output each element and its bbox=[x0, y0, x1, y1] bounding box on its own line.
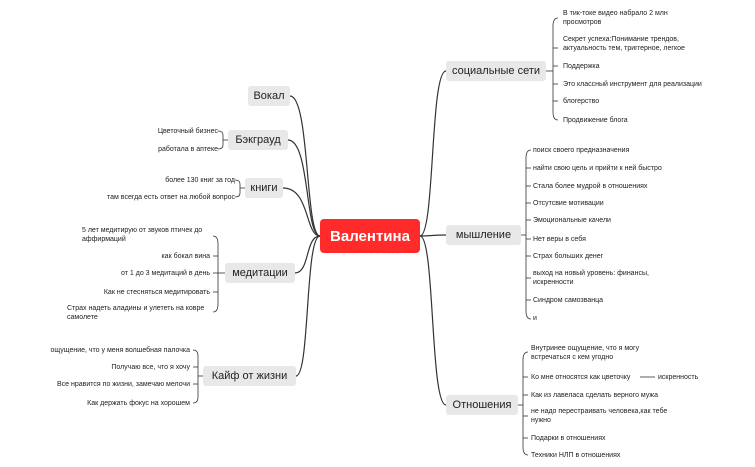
leaf-books-2[interactable]: там всегда есть ответ на любой вопрос bbox=[107, 194, 235, 201]
leaf-relations-sub[interactable]: искренность bbox=[658, 374, 699, 381]
leaf-background-2[interactable]: работала в аптеке bbox=[158, 146, 218, 153]
leaf-joy-4[interactable]: Как держать фокус на хорошем bbox=[87, 400, 190, 407]
leaf-thinking-8[interactable]: выход на новый уровень: финансы, искренн… bbox=[533, 270, 649, 286]
leaf-relations-5[interactable]: Подарки в отношениях bbox=[531, 435, 606, 442]
leaf-thinking-9[interactable]: Синдром самозванца bbox=[533, 297, 603, 304]
leaf-meditation-5[interactable]: Страх надеть аладины и улететь на ковре … bbox=[67, 305, 205, 321]
topic-thinking[interactable]: мышление bbox=[446, 225, 521, 245]
topic-vocal[interactable]: Вокал bbox=[248, 86, 290, 106]
topic-relations[interactable]: Отношения bbox=[446, 395, 518, 415]
leaf-thinking-3[interactable]: Стала более мудрой в отношениях bbox=[533, 183, 648, 190]
leaf-relations-3[interactable]: Как из лавелаcа сделать верного мужа bbox=[531, 392, 658, 399]
leaf-relations-4[interactable]: не надо перестраивать человека,как тебе … bbox=[531, 408, 668, 424]
leaf-thinking-10[interactable]: и bbox=[533, 315, 537, 322]
leaf-social-6[interactable]: Продвижение блога bbox=[563, 117, 628, 124]
leaf-thinking-6[interactable]: Нет веры в себя bbox=[533, 236, 586, 243]
leaf-background-1[interactable]: Цветочный бизнес bbox=[157, 128, 218, 135]
topic-background[interactable]: Бэкграуд bbox=[228, 130, 288, 150]
leaf-joy-1[interactable]: ощущение, что у меня волшебная палочка bbox=[50, 347, 190, 354]
leaf-social-2[interactable]: Секрет успеха:Понимание трендов, актуаль… bbox=[563, 36, 685, 52]
leaf-meditation-4[interactable]: Как не стесняться медитировать bbox=[103, 289, 210, 296]
leaf-books-1[interactable]: более 130 книг за год bbox=[165, 177, 235, 184]
topic-social-networks[interactable]: социальные сети bbox=[446, 61, 546, 81]
leaf-social-5[interactable]: блогерство bbox=[563, 98, 600, 105]
leaf-meditation-2[interactable]: как бокал вина bbox=[161, 253, 210, 260]
leaf-relations-2[interactable]: Ко мне относятся как цветочку bbox=[531, 374, 631, 381]
leaf-meditation-3[interactable]: от 1 до 3 медитаций в день bbox=[121, 270, 210, 277]
leaf-social-3[interactable]: Поддержка bbox=[563, 63, 600, 70]
leaf-relations-1[interactable]: Внутринее ощущение, что я могу встречать… bbox=[531, 345, 640, 361]
leaf-social-4[interactable]: Это классный инструмент для реализации bbox=[563, 81, 702, 88]
leaf-joy-3[interactable]: Все нравится по жизни, замечаю мелочи bbox=[57, 381, 190, 388]
leaf-thinking-7[interactable]: Страх больших денег bbox=[533, 253, 604, 260]
leaf-thinking-5[interactable]: Эмоциональные качели bbox=[533, 217, 611, 224]
topic-books[interactable]: книги bbox=[245, 178, 283, 198]
leaf-thinking-4[interactable]: Отсутсвие мотивации bbox=[533, 200, 604, 207]
central-topic[interactable]: Валентина bbox=[320, 219, 420, 253]
leaf-thinking-2[interactable]: найти свою цель и прийти к ней быстро bbox=[533, 165, 662, 172]
leaf-relations-6[interactable]: Техники НЛП в отношениях bbox=[531, 452, 621, 459]
leaf-social-1[interactable]: В тик-токе видео набрало 2 млн просмотро… bbox=[563, 10, 668, 26]
leaf-meditation-1[interactable]: 5 лет медитирую от звуков птичек до аффи… bbox=[82, 227, 203, 243]
leaf-thinking-1[interactable]: поиск своего предназначения bbox=[533, 147, 630, 154]
topic-joy-of-life[interactable]: Кайф от жизни bbox=[203, 366, 296, 386]
topic-meditation[interactable]: медитации bbox=[225, 263, 295, 283]
leaf-joy-2[interactable]: Получаю все, что я хочу bbox=[111, 364, 190, 371]
